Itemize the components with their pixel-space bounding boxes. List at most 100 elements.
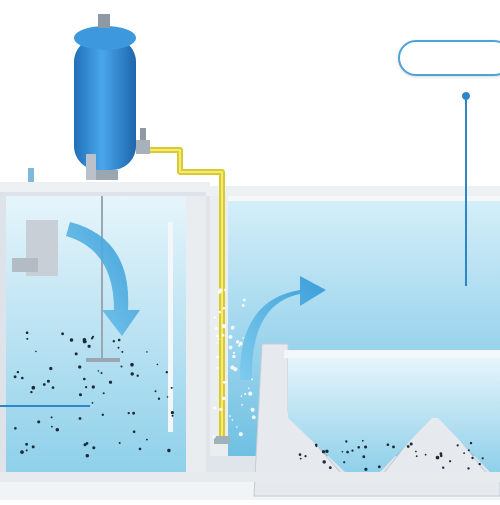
air-bubble (217, 338, 220, 341)
sediment-particle (92, 446, 96, 450)
sediment-particle (51, 386, 55, 389)
sediment-particle (469, 441, 473, 445)
fitting-left (28, 168, 34, 182)
sediment-particle (46, 379, 50, 383)
air-bubble (228, 335, 233, 339)
sediment-particle (298, 453, 302, 456)
sediment-particle (351, 449, 354, 452)
air-bubble (230, 365, 235, 370)
sediment-particle (415, 450, 417, 453)
pressure-vessel (74, 14, 150, 180)
sediment-particle (439, 454, 443, 458)
sediment-particle (166, 396, 169, 398)
air-bubble (221, 396, 226, 401)
sediment-particle (130, 362, 134, 367)
sediment-particle (325, 449, 329, 453)
sediment-particle (49, 366, 53, 371)
sediment-particle (435, 455, 440, 460)
top-right-callout (398, 40, 500, 76)
flow-arrow-up (239, 276, 326, 380)
sediment-particle (31, 385, 36, 390)
sediment-particle (171, 414, 174, 417)
air-bubble (214, 327, 218, 330)
sediment-particle (463, 452, 465, 455)
sediment-particle (85, 386, 88, 389)
sediment-particle (467, 467, 470, 470)
sediment-particle (456, 444, 459, 447)
sediment-particle (322, 460, 326, 464)
sediment-particle (377, 465, 381, 469)
sediment-particle (85, 454, 90, 458)
base-slab (0, 472, 500, 482)
air-bubble (244, 392, 247, 396)
sediment-particle (26, 337, 29, 340)
sediment-particle (31, 445, 35, 449)
sediment-particle (127, 412, 130, 415)
sediment-particle (321, 450, 326, 454)
sediment-particle (442, 466, 445, 469)
sediment-particle (449, 460, 452, 463)
sediment-particle (120, 365, 123, 368)
flow-arrows (66, 222, 326, 380)
sediment-particle (357, 446, 361, 449)
sediment-particle (478, 462, 481, 466)
sediment-particle (471, 456, 474, 460)
air-bubble (229, 415, 231, 417)
air-bubble (230, 325, 235, 330)
sediment-particle (406, 445, 410, 448)
sediment-particle (13, 375, 17, 379)
air-bubble (225, 381, 228, 384)
sediment-particle (328, 466, 332, 469)
sediment-particle (364, 445, 368, 449)
sediment-particle (51, 425, 53, 428)
sediment-particle (136, 374, 139, 377)
air-bubble (221, 333, 225, 337)
air-bubble (212, 435, 216, 439)
sediment-particle (55, 428, 59, 432)
sediment-particle (21, 376, 24, 380)
sediment-particle (83, 377, 86, 381)
sediment-particle (386, 443, 390, 447)
sediment-particle (362, 455, 366, 459)
air-bubble (241, 304, 245, 307)
sediment-particle (82, 338, 87, 342)
sediment-particle (118, 442, 121, 444)
sediment-particle (154, 390, 157, 393)
air-bubble (219, 407, 223, 411)
air-bubble (213, 316, 216, 319)
sediment-particle (117, 338, 121, 342)
sediment-particle (37, 420, 41, 424)
sediment-particle (170, 386, 173, 389)
air-bubble (248, 387, 250, 390)
sediment-particle (364, 467, 368, 471)
callout-lines (0, 92, 470, 407)
sediment-particle (467, 449, 470, 452)
sediment-particle (132, 430, 136, 434)
air-bubble (222, 380, 226, 384)
air-bubble (238, 432, 243, 437)
sediment-particle (346, 450, 349, 454)
air-bubble (221, 324, 226, 329)
air-bubble (216, 366, 219, 369)
sediment-particle (146, 438, 148, 441)
sediment-particle (439, 452, 443, 456)
air-bubble (216, 355, 219, 359)
air-bubble (250, 407, 255, 412)
sediment-particle (102, 392, 105, 395)
sediment-particle (101, 413, 105, 416)
sediment-particle (35, 350, 37, 353)
sediment-particle (132, 411, 136, 415)
sediment-particle (25, 442, 28, 446)
sediment-particle (392, 445, 395, 449)
sediment-particle (25, 449, 28, 452)
air-bubble (218, 310, 222, 314)
sediment-particle (87, 344, 91, 348)
air-bubble (240, 395, 243, 397)
sediment-particle (69, 338, 74, 342)
air-bubble (213, 406, 217, 410)
sediment-particle (14, 427, 17, 430)
sediment-particle (415, 455, 418, 458)
sediment-particle (341, 450, 344, 453)
air-bubble (232, 351, 235, 354)
